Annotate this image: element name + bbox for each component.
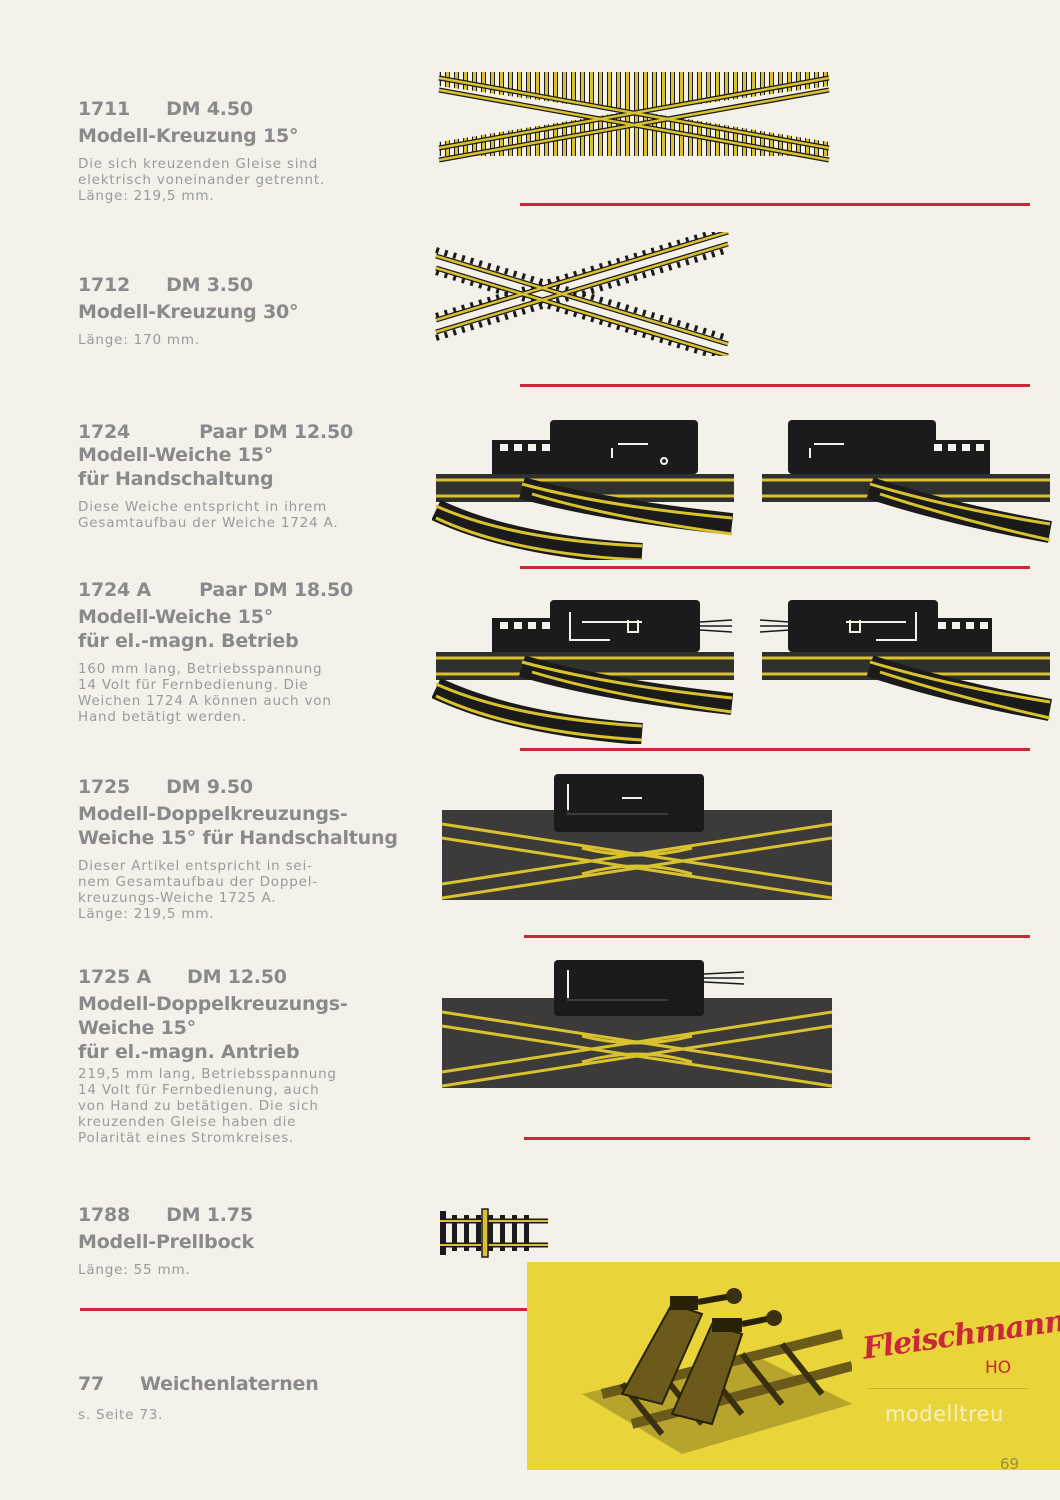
product-price: Paar DM 12.50 (199, 421, 353, 443)
product-title: Modell-Kreuzung 15° (78, 125, 299, 147)
product-code-line: 1711 DM 4.50 (78, 98, 408, 120)
product-77: 77 Weichenlaternen s. Seite 73. (78, 1373, 408, 1423)
separator-rule (520, 748, 1030, 751)
brand-divider (868, 1388, 1028, 1389)
separator-rule (520, 203, 1030, 206)
product-price: DM 4.50 (166, 98, 253, 120)
brand-slogan: modelltreu (885, 1402, 1004, 1426)
product-code-line: 1724 Paar DM 12.50 (78, 421, 353, 443)
turnout-left-manual-illustration (432, 420, 734, 560)
turnout-left-electric-illustration (432, 600, 734, 744)
separator-rule (80, 1308, 530, 1311)
product-1724: 1724 Paar DM 12.50 Modell-Weiche 15° für … (78, 421, 353, 531)
buffer-stop-photo (582, 1288, 852, 1454)
product-code-line: 1712 DM 3.50 (78, 274, 408, 296)
product-code: 77 (78, 1373, 105, 1395)
product-title: Modell-Doppelkreuzungs- (78, 993, 348, 1015)
product-description: Länge: 170 mm. (78, 332, 200, 348)
product-title: Modell-Kreuzung 30° (78, 301, 299, 323)
product-subtitle: für Handschaltung (78, 468, 274, 490)
product-code-line: 1788 DM 1.75 (78, 1204, 408, 1226)
turnout-right-electric-illustration (760, 600, 1052, 721)
buffer-stop-track-illustration (440, 1208, 548, 1258)
separator-rule (524, 1137, 1030, 1140)
product-1712: 1712 DM 3.50 Modell-Kreuzung 30° Länge: 1… (78, 274, 408, 348)
turnout-right-manual-illustration (762, 420, 1052, 543)
product-price: DM 12.50 (187, 966, 287, 988)
product-title: Modell-Prellbock (78, 1231, 254, 1253)
product-code: 1724 A (78, 579, 152, 601)
brand-panel (527, 1262, 1060, 1470)
product-code: 1725 (78, 776, 131, 798)
product-1725: 1725 DM 9.50 Modell-Doppelkreuzungs- Weic… (78, 776, 408, 922)
product-subtitle: für el.-magn. Betrieb (78, 630, 299, 652)
product-price: DM 3.50 (166, 274, 253, 296)
product-code-line: 1725 DM 9.50 (78, 776, 408, 798)
product-1788: 1788 DM 1.75 Modell-Prellbock Länge: 55 m… (78, 1204, 408, 1278)
product-1711: 1711 DM 4.50 Modell-Kreuzung 15° Die sich… (78, 98, 408, 204)
product-code: 1712 (78, 274, 131, 296)
product-title: Weichenlaternen (140, 1373, 319, 1395)
product-subtitle: Weiche 15° (78, 1017, 196, 1039)
product-1725a: 1725 A DM 12.50 Modell-Doppelkreuzungs- W… (78, 966, 408, 1146)
product-code: 1725 A (78, 966, 152, 988)
brand-scale: HO (985, 1358, 1012, 1378)
product-1724a: 1724 A Paar DM 18.50 Modell-Weiche 15° fü… (78, 579, 353, 725)
product-description: s. Seite 73. (78, 1407, 164, 1423)
product-title: Modell-Weiche 15° (78, 444, 274, 466)
product-price: DM 1.75 (166, 1204, 253, 1226)
product-code-line: 1724 A Paar DM 18.50 (78, 579, 353, 601)
crossing-30-illustration (435, 232, 729, 356)
separator-rule (520, 384, 1030, 387)
page-number: 69 (1000, 1455, 1020, 1473)
product-description: Dieser Artikel entspricht in sei-nem Ges… (78, 858, 318, 922)
product-subtitle: Weiche 15° für Handschaltung (78, 827, 398, 849)
product-code: 1724 (78, 421, 131, 443)
product-code: 1788 (78, 1204, 131, 1226)
product-code-line: 77 Weichenlaternen (78, 1373, 408, 1395)
product-title: Modell-Doppelkreuzungs- (78, 803, 348, 825)
product-price: DM 9.50 (166, 776, 253, 798)
product-title: Modell-Weiche 15° (78, 606, 274, 628)
separator-rule (524, 935, 1030, 938)
product-code: 1711 (78, 98, 131, 120)
product-price: Paar DM 18.50 (199, 579, 353, 601)
product-code-line: 1725 A DM 12.50 (78, 966, 408, 988)
product-subtitle: für el.-magn. Antrieb (78, 1041, 300, 1063)
separator-rule (520, 566, 1030, 569)
product-description: Länge: 55 mm. (78, 1262, 191, 1278)
crossing-15-illustration (438, 72, 830, 163)
double-slip-electric-illustration (441, 960, 833, 1088)
double-slip-manual-illustration (441, 774, 833, 900)
